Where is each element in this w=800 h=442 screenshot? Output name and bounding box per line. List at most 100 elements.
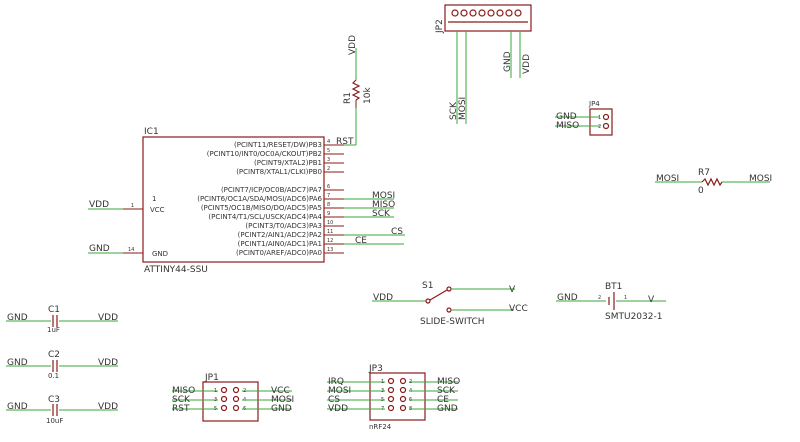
ic1-wires: VDD GND RST MOSI MISO SCK CS CE	[88, 108, 405, 254]
net-label-vdd: VDD	[98, 402, 118, 412]
ic1-pin-number: 11	[327, 229, 333, 235]
c3-value: 10uF	[46, 417, 63, 425]
ic1-symbol: IC1 ATTINY44-SSU (PCINT11/RESET/DW)PB3 (…	[123, 127, 344, 275]
c3-ref: C3	[48, 395, 60, 405]
r1-ref: R1	[343, 92, 353, 104]
net-label-sck: SCK	[437, 386, 456, 396]
net-label-sck: SCK	[372, 209, 391, 219]
net-label-vdd: VDD	[89, 200, 109, 210]
ic1-pin-name: (PCINT11/RESET/DW)PB3	[234, 141, 322, 149]
ic1-pin-name: (PCINT6/OC1A/SDA/MOSI/ADC6)PA6	[197, 195, 322, 203]
jp4-connector: JP4 1 2 GND MISO	[555, 100, 613, 136]
net-label-miso: MISO	[372, 200, 395, 210]
net-label-vdd: VDD	[98, 358, 118, 368]
net-label-gnd: GND	[503, 51, 513, 72]
net-label-mosi: MOSI	[328, 386, 351, 396]
ic1-pin-name: (PCINT4/T1/SCL/USCK/ADC4)PA4	[208, 213, 322, 221]
ic1-gnd-label: GND	[152, 250, 168, 258]
ic1-pin-name: 1	[152, 195, 156, 203]
c2-capacitor: GND VDD C2 0.1	[6, 350, 118, 380]
bt1-pin-number: 2	[598, 295, 601, 301]
r1-value: 10k	[363, 87, 373, 104]
ic1-pin-name: (PCINT10/INT0/OC0A/CKOUT)PB2	[207, 150, 322, 158]
jp1-body	[202, 381, 259, 422]
c2-value: 0.1	[48, 372, 59, 380]
net-label-gnd: GND	[557, 293, 578, 303]
ic1-pin-name: (PCINT7/ICP/OC0B/ADC7)PA7	[221, 186, 322, 194]
ic1-vcc-label: VCC	[150, 206, 165, 214]
net-label-gnd: GND	[7, 358, 28, 368]
jp4-ref: JP4	[588, 100, 600, 108]
s1-value: SLIDE-SWITCH	[420, 317, 485, 327]
ic1-pin-name: (PCINT9/XTAL2)PB1	[254, 159, 322, 167]
jp3-value: nRF24	[369, 423, 392, 431]
ic1-value: ATTINY44-SSU	[144, 265, 208, 275]
net-label-vcc: VCC	[271, 386, 290, 396]
bt1-pin-number: 1	[624, 295, 627, 301]
net-label-rst: RST	[172, 404, 190, 414]
net-label-ce: CE	[355, 236, 367, 246]
ic1-pin-name: (PCINT3/T0/ADC3)PA3	[245, 222, 322, 230]
ic1-pin-number: 9	[327, 211, 330, 217]
ic1-pin-name: (PCINT2/AIN1/ADC2)PA2	[238, 231, 322, 239]
bt1-battery: GND V 2 1 BT1 SMTU2032-1	[556, 282, 666, 322]
jp1-ref: JP1	[204, 373, 219, 383]
jp3-body	[369, 372, 426, 421]
ic1-ref: IC1	[144, 127, 159, 137]
net-label-gnd: GND	[437, 404, 458, 414]
jp4-body	[589, 108, 613, 136]
net-label-vdd: VDD	[328, 404, 348, 414]
net-label-miso: MISO	[437, 377, 460, 387]
net-label-miso: MISO	[556, 121, 579, 131]
ic1-pin-name: (PCINT5/OC1B/MISO/DO/ADC5)PA5	[201, 204, 322, 212]
net-label-rst: RST	[336, 137, 354, 147]
ic1-pin-name: (PCINT0/AREF/ADC0)PA0	[236, 249, 322, 257]
net-label-cs: CS	[328, 395, 340, 405]
net-label-gnd: GND	[7, 402, 28, 412]
ic1-pin-number: 5	[327, 148, 330, 154]
net-label-sck: SCK	[172, 395, 191, 405]
r1-resistor: VDD R1 10k	[343, 35, 373, 108]
jp4-pin-number: 2	[598, 124, 601, 130]
ic1-pin-number: 3	[327, 157, 330, 163]
r7-value: 0	[698, 186, 704, 196]
ic1-pin-number: 10	[327, 220, 333, 226]
c1-ref: C1	[48, 305, 60, 315]
jp3-connector: JP3 nRF24 1 2 3 4 5 6 7 8 IRQ MOSI CS VD…	[327, 364, 460, 431]
ic1-pin-number: 7	[327, 193, 330, 199]
net-label-v: V	[648, 295, 655, 305]
bt1-ref: BT1	[605, 282, 622, 292]
net-label-mosi: MOSI	[749, 174, 772, 184]
net-label-vdd: VDD	[373, 293, 393, 303]
ic1-pin-number: 14	[128, 247, 134, 253]
net-label-gnd: GND	[7, 313, 28, 323]
jp2-body	[444, 4, 532, 32]
ic1-pin-number: 6	[327, 184, 330, 190]
s1-switch: VDD V VCC S1 SLIDE-SWITCH	[372, 281, 528, 327]
ic1-pin-number: 1	[131, 203, 134, 209]
net-label-irq: IRQ	[328, 377, 344, 387]
s1-ref: S1	[422, 281, 433, 291]
jp2-ref: JP2	[435, 19, 445, 34]
net-label-mosi: MOSI	[372, 191, 395, 201]
jp1-connector: JP1 1 2 3 4 5 6 MISO SCK RST VCC MOSI GN…	[172, 373, 294, 422]
net-label-vdd: VDD	[98, 313, 118, 323]
jp3-ref: JP3	[368, 364, 383, 374]
ic1-pin-number: 2	[327, 166, 330, 172]
c1-value: 1uF	[47, 326, 60, 334]
net-label-ce: CE	[437, 395, 449, 405]
net-label-vdd: VDD	[348, 35, 358, 55]
net-label-vdd: VDD	[522, 54, 532, 74]
net-label-mosi: MOSI	[656, 174, 679, 184]
c3-capacitor: GND VDD C3 10uF	[6, 395, 118, 425]
r7-ref: R7	[698, 168, 710, 178]
net-label-cs: CS	[391, 227, 403, 237]
net-label-gnd: GND	[556, 112, 577, 122]
jp4-pin-number: 1	[598, 115, 601, 121]
r7-resistor: MOSI MOSI R7 0	[655, 168, 772, 196]
ic1-pin-number: 4	[327, 139, 330, 145]
net-label-sck: SCK	[449, 101, 459, 120]
ic1-pin-number: 8	[327, 202, 330, 208]
c2-ref: C2	[48, 350, 60, 360]
